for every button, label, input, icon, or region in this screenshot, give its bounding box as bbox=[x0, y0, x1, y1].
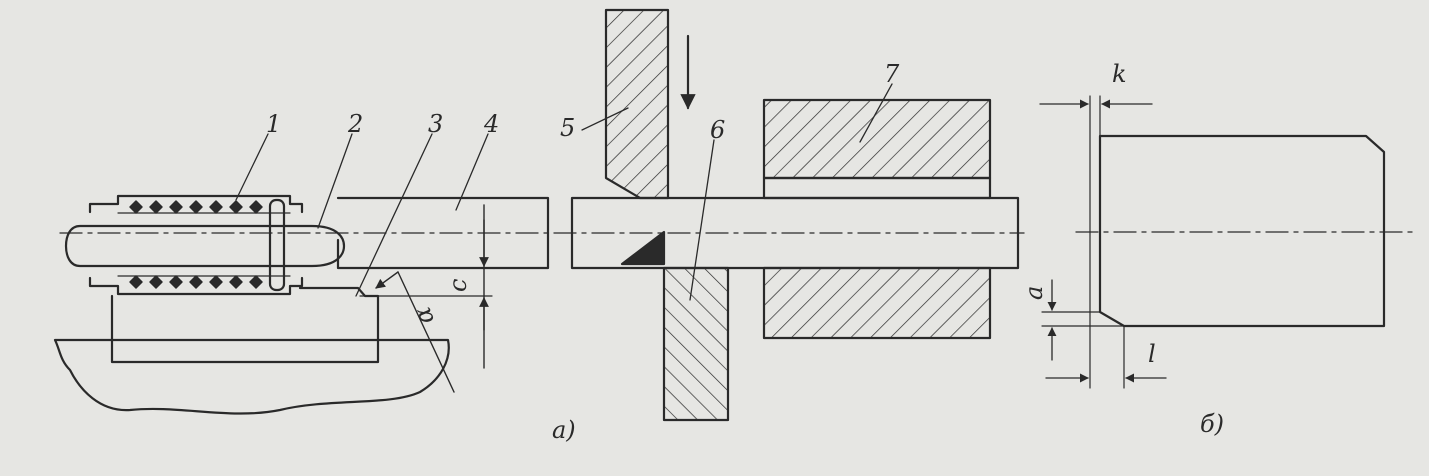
label-part-7: 7 bbox=[884, 60, 900, 88]
caption-view-b: б) bbox=[1200, 410, 1224, 438]
clamp-upper-lower-band bbox=[762, 176, 992, 200]
label-dim-c: c bbox=[444, 279, 472, 292]
dim-alpha-line bbox=[397, 271, 455, 393]
label-dim-a: a bbox=[1020, 286, 1048, 300]
spring-sleeve-top bbox=[88, 194, 304, 214]
base-support bbox=[53, 338, 450, 415]
label-part-6: 6 bbox=[710, 116, 725, 144]
plunger-rod bbox=[64, 224, 346, 268]
leader-5 bbox=[581, 107, 629, 131]
upper-knife bbox=[604, 8, 670, 200]
bar-stock-left bbox=[336, 196, 550, 270]
label-dim-alpha: α bbox=[408, 303, 440, 328]
spring-sleeve-bottom bbox=[88, 276, 304, 296]
cut-section bbox=[620, 230, 666, 266]
label-part-3: 3 bbox=[428, 110, 443, 138]
leader-4 bbox=[455, 133, 489, 211]
label-dim-l: l bbox=[1148, 340, 1156, 368]
label-part-1: 1 bbox=[266, 110, 281, 138]
leader-3 bbox=[355, 133, 433, 297]
leader-1 bbox=[235, 133, 269, 201]
caption-view-a: а) bbox=[552, 416, 576, 444]
leader-2 bbox=[317, 133, 353, 229]
label-part-5: 5 bbox=[560, 114, 575, 142]
clamp-lower bbox=[762, 266, 992, 340]
lower-knife bbox=[662, 266, 730, 422]
leader-7 bbox=[859, 83, 893, 143]
leader-6 bbox=[689, 139, 715, 301]
dim-alpha-arrow bbox=[375, 271, 399, 289]
spring-coils bbox=[129, 200, 263, 289]
plunger-collar bbox=[268, 198, 286, 292]
label-part-2: 2 bbox=[347, 110, 363, 138]
housing-block bbox=[110, 286, 380, 364]
label-part-4: 4 bbox=[483, 110, 499, 138]
blank-outline bbox=[1098, 134, 1386, 328]
label-dim-k: k bbox=[1112, 60, 1127, 88]
